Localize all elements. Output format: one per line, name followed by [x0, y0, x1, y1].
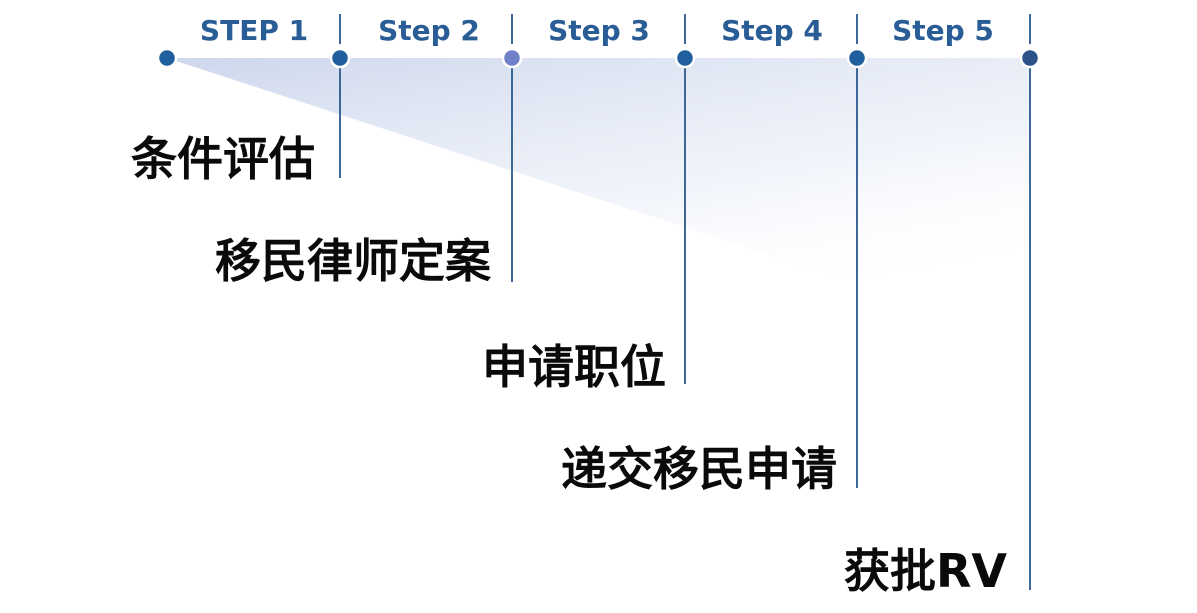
timeline-node — [1019, 47, 1041, 69]
step-1-label: STEP 1 — [199, 14, 309, 47]
step-5-label: Step 5 — [892, 14, 994, 47]
stage-2-label: 移民律师定案 — [215, 234, 491, 288]
step-2-label: Step 2 — [378, 14, 480, 47]
step-3-label: Step 3 — [548, 14, 650, 47]
timeline-node — [674, 47, 696, 69]
timeline-node — [329, 47, 351, 69]
stage-1-label: 条件评估 — [131, 132, 315, 186]
stage-5-label: 获批RV — [843, 544, 1007, 598]
timeline-node — [501, 47, 523, 69]
stage-3-label: 申请职位 — [482, 340, 666, 394]
timeline-node — [846, 47, 868, 69]
step-4-label: Step 4 — [721, 14, 823, 47]
timeline-node — [156, 47, 178, 69]
shaded-wedge — [167, 58, 1030, 340]
stage-4-label: 递交移民申请 — [561, 442, 837, 496]
